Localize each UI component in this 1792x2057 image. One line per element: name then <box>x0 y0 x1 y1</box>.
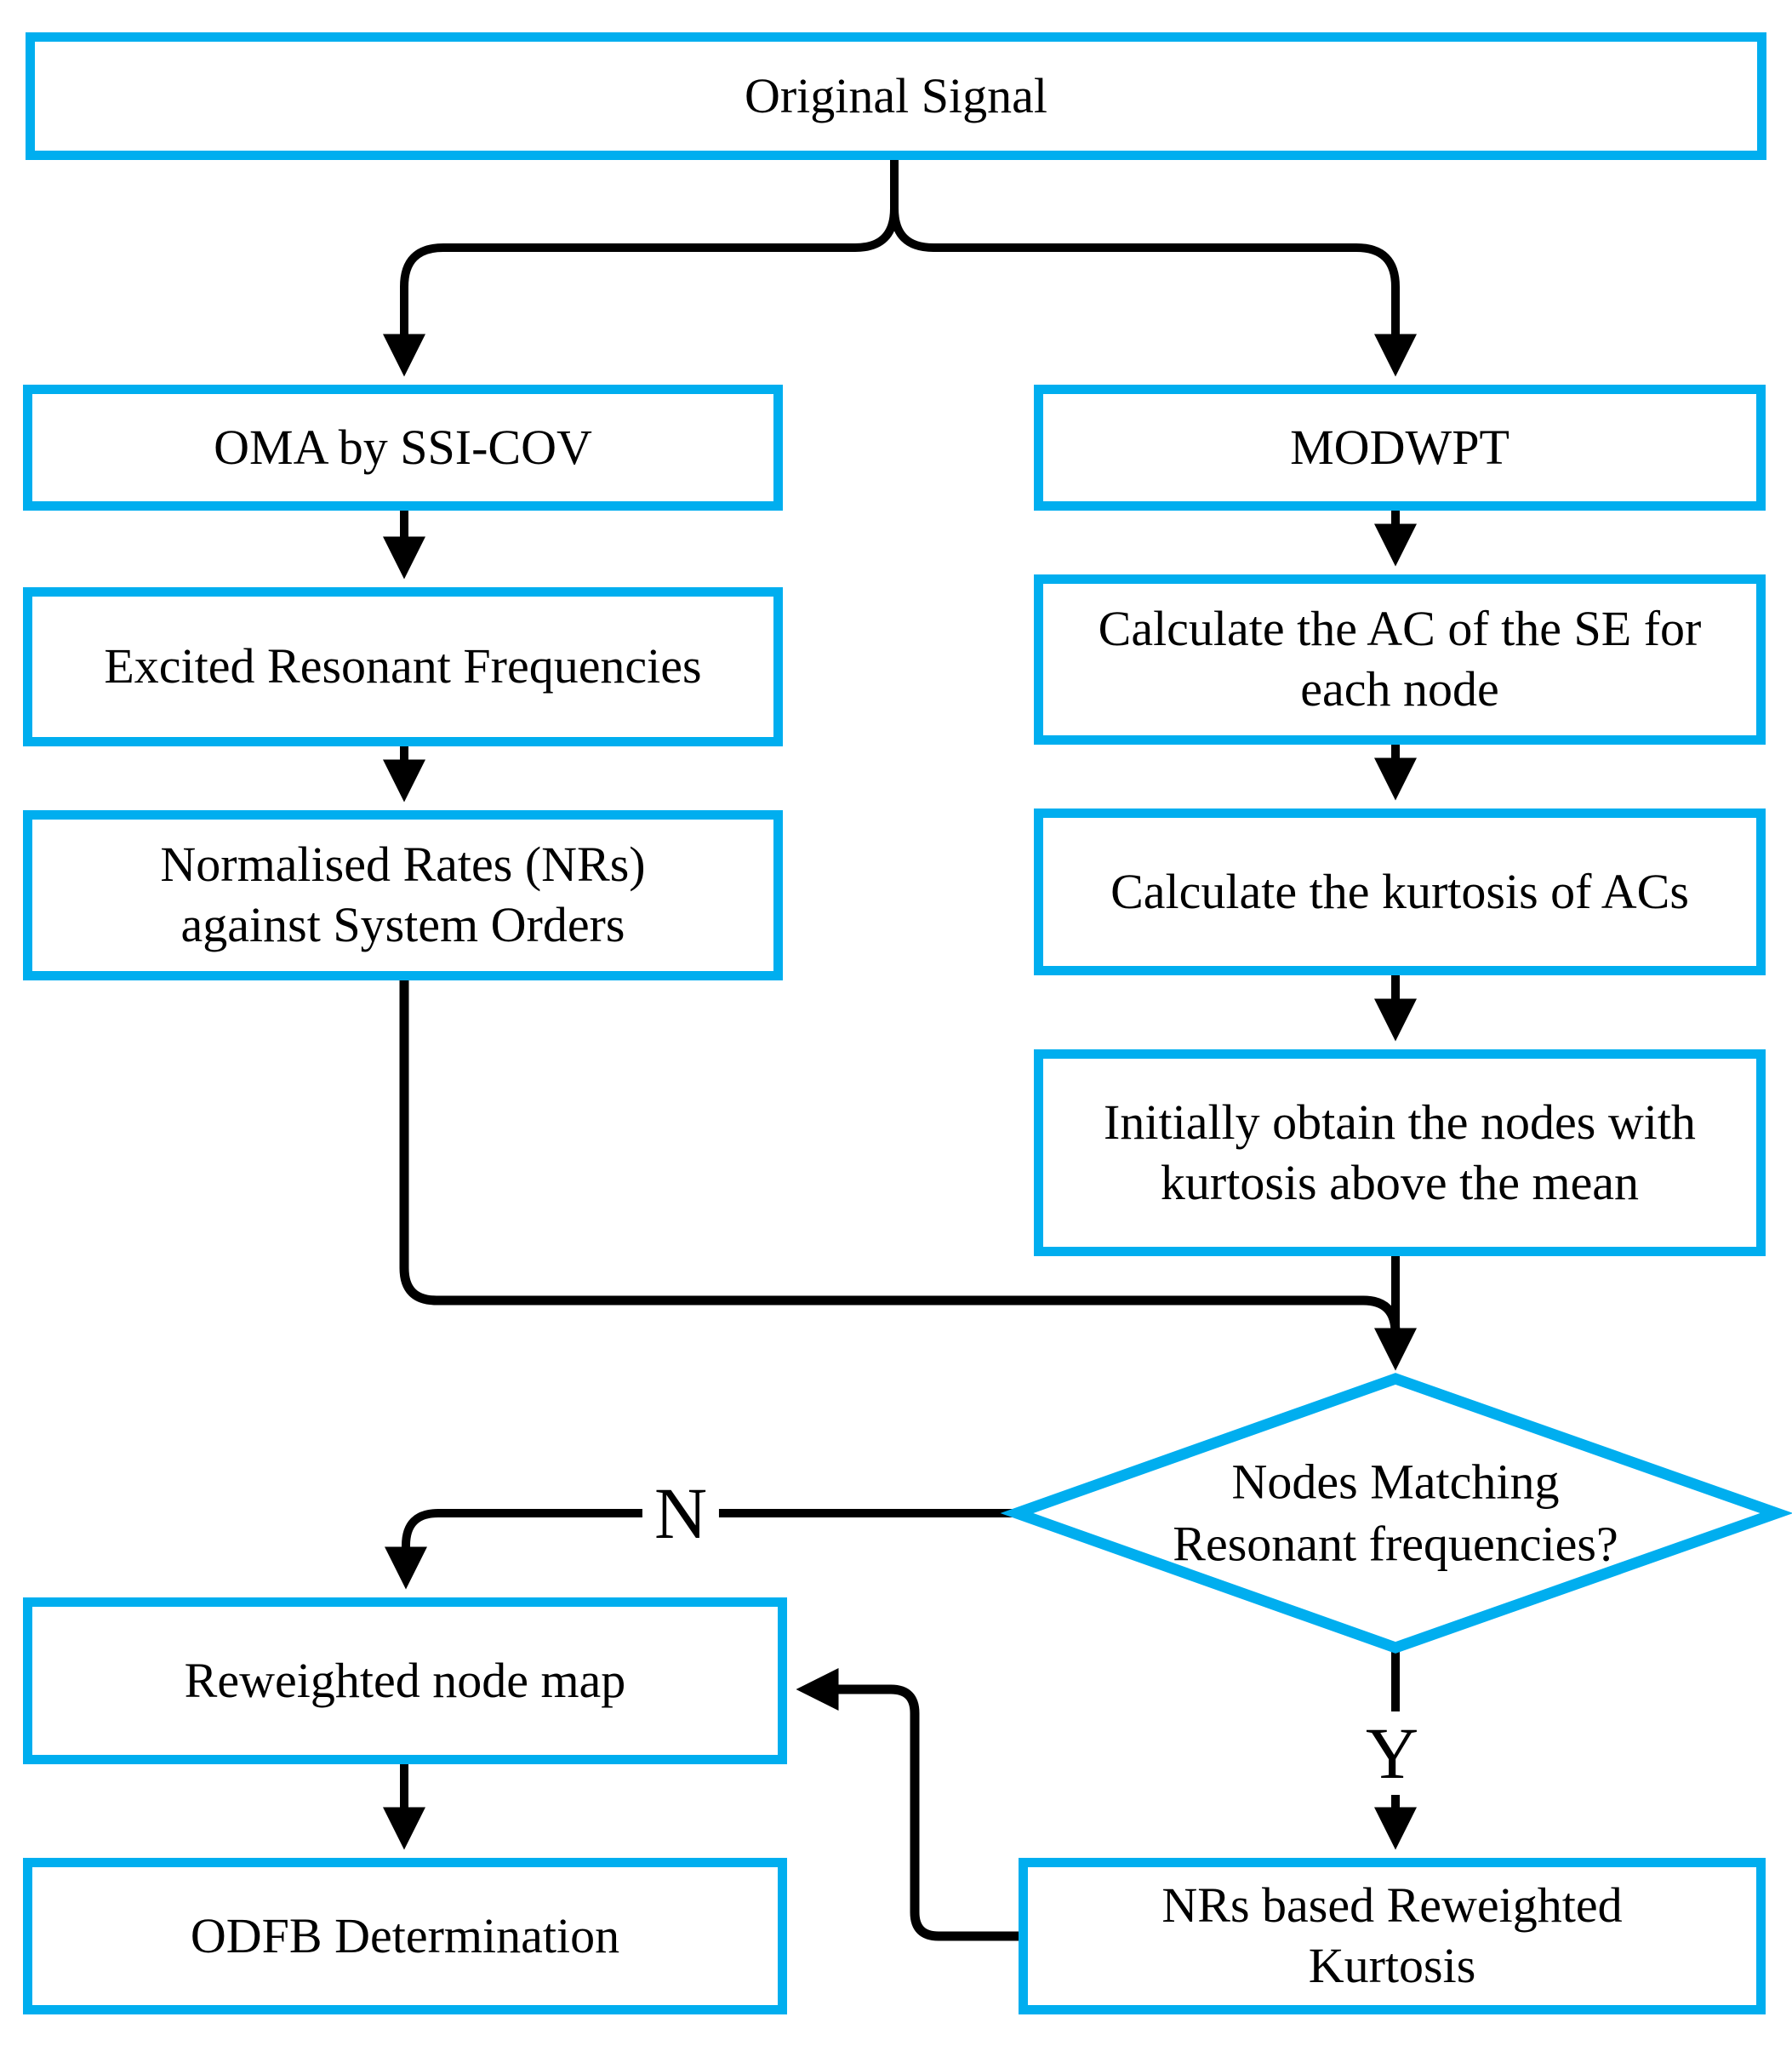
edge-decision-no <box>385 1509 1017 1590</box>
node-modwpt: MODWPT <box>1034 385 1766 511</box>
node-oma-by-ssi-cov: OMA by SSI-COV <box>23 385 783 511</box>
node-nrs-based-reweighted-kurtosis: NRs based Reweighted Kurtosis <box>1019 1858 1766 2014</box>
edge-label-no: N <box>642 1471 720 1555</box>
decision-diamond-shape <box>1000 1373 1792 1654</box>
node-calculate-ac-of-se: Calculate the AC of the SE for each node <box>1034 574 1766 745</box>
node-excited-resonant-frequencies: Excited Resonant Frequencies <box>23 587 783 746</box>
node-calculate-kurtosis-of-acs: Calculate the kurtosis of ACs <box>1034 809 1766 975</box>
edge-nrs-to-reweighted-loop <box>796 1668 1019 1941</box>
edge-label-yes: Y <box>1353 1711 1431 1795</box>
edge-split-right <box>890 160 1417 377</box>
node-reweighted-node-map: Reweighted node map <box>23 1597 787 1764</box>
edge-split-left <box>383 160 899 377</box>
node-original-signal: Original Signal <box>26 32 1766 160</box>
node-odfb-determination: ODFB Determination <box>23 1858 787 2014</box>
decision-nodes-matching-label: Nodes Matching Resonant frequencies? <box>1173 1454 1618 1572</box>
node-normalised-rates: Normalised Rates (NRs) against System Or… <box>23 810 783 980</box>
node-initially-obtain-nodes: Initially obtain the nodes with kurtosis… <box>1034 1049 1766 1256</box>
